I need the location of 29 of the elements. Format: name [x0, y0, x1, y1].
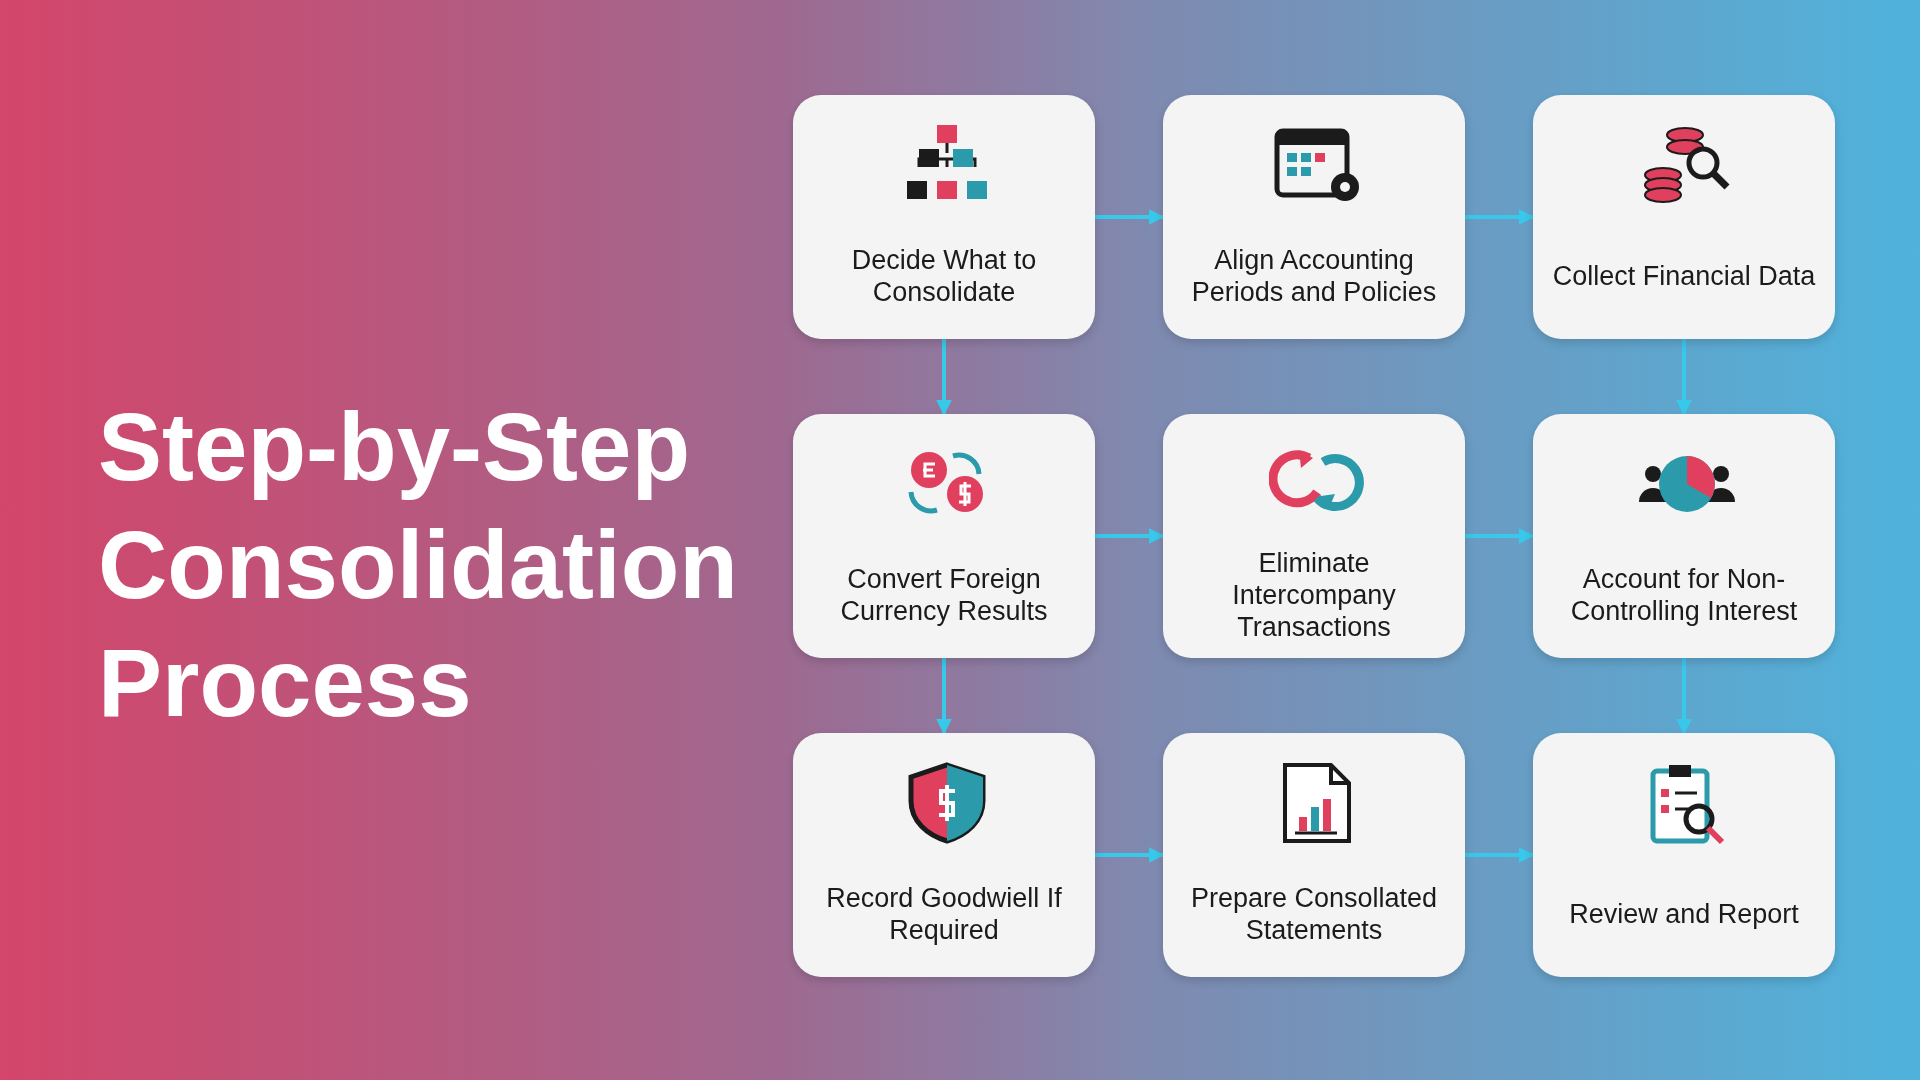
- step-card: [1533, 95, 1835, 339]
- arrow: [1095, 528, 1165, 544]
- arrow: [1465, 209, 1535, 225]
- arrow: [936, 658, 952, 735]
- step-label: Prepare Consollated Statements: [1189, 882, 1439, 946]
- step-label: Account for Non-Controlling Interest: [1569, 563, 1799, 627]
- arrow: [1676, 658, 1692, 735]
- arrow: [1095, 209, 1165, 225]
- step-card: [1163, 95, 1465, 339]
- step-card: [1163, 414, 1465, 658]
- step-label: Convert Foreign Currency Results: [839, 563, 1049, 627]
- step-label: Eliminate Intercompany Transactions: [1231, 547, 1397, 643]
- arrow: [1095, 847, 1165, 863]
- step-card: [793, 733, 1095, 977]
- arrow: [1465, 847, 1535, 863]
- step-card: [1163, 733, 1465, 977]
- arrow: [1676, 339, 1692, 416]
- step-card: [793, 414, 1095, 658]
- step-card: [1533, 733, 1835, 977]
- step-card: [793, 95, 1095, 339]
- step-label: Align Accounting Periods and Policies: [1190, 244, 1438, 308]
- step-label: Decide What to Consolidate: [850, 244, 1038, 308]
- step-card: [1533, 414, 1835, 658]
- step-label: Collect Financial Data: [1552, 260, 1816, 292]
- arrow: [936, 339, 952, 416]
- step-label: Record Goodwiell If Required: [825, 882, 1063, 946]
- step-label: Review and Report: [1569, 898, 1799, 930]
- arrow: [1465, 528, 1535, 544]
- title: Step-by-Step Consolidation Process: [98, 392, 739, 738]
